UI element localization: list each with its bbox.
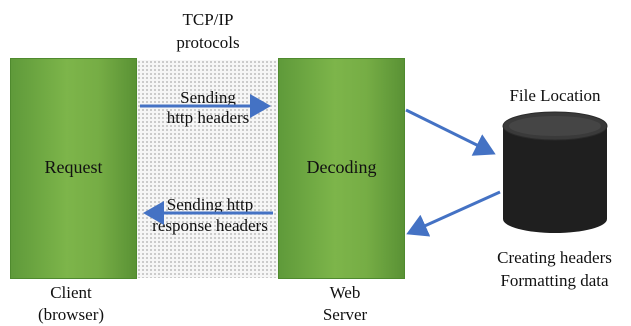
storage-caption-line1: Creating headers [497, 248, 612, 267]
client-request-block: Request [10, 58, 137, 279]
protocol-label-line2: protocols [176, 33, 240, 52]
server-caption-line2: Server [322, 305, 368, 324]
client-caption-line1: Client [50, 283, 92, 302]
return-arrow [406, 190, 501, 237]
request-arrow-label-line1: Sending [180, 88, 236, 107]
client-caption-line2: (browser) [37, 305, 105, 324]
storage-title: File Location [509, 86, 601, 105]
response-arrow-label-line2: response headers [152, 216, 268, 235]
protocol-label-line1: TCP/IP [182, 10, 234, 29]
storage-caption-line2: Formatting data [500, 271, 609, 290]
server-caption-line1: Web [329, 283, 361, 302]
lookup-arrow [405, 108, 496, 156]
file-storage-cylinder [502, 111, 608, 233]
client-block-label: Request [44, 157, 103, 177]
response-arrow-label-line1: Sending http [166, 195, 254, 214]
server-block-label: Decoding [306, 157, 377, 177]
request-arrow-label-line2: http headers [166, 108, 250, 127]
server-decoding-block: Decoding [278, 58, 405, 279]
